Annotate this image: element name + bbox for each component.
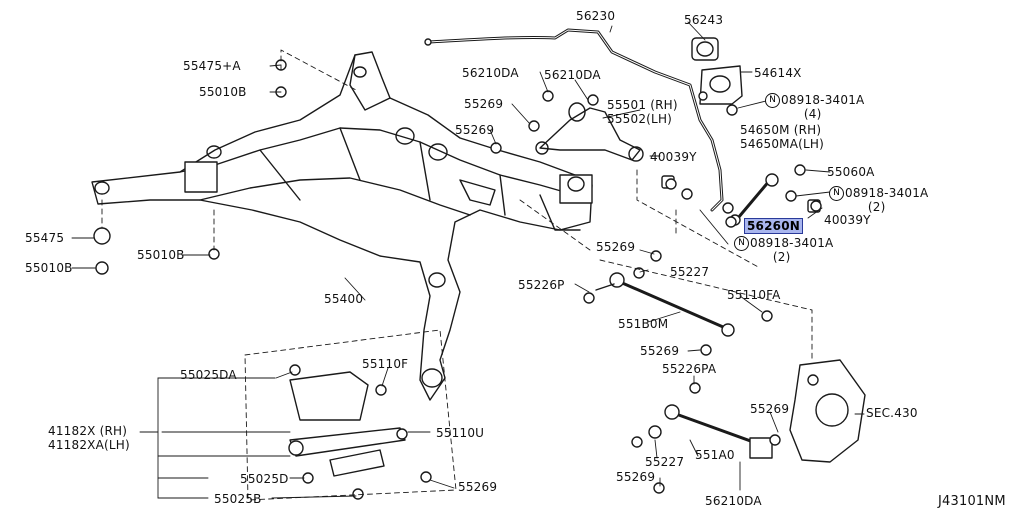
dashed-guides (101, 49, 813, 501)
nut-marker-icon: N (734, 236, 749, 251)
part-label-551b0m: 551B0M (618, 317, 669, 331)
part-label-55025d: 55025D (240, 472, 289, 486)
part-label-55269-b: 55269 (455, 123, 495, 137)
part-label-55501-55502: 55501 (RH) 55502(LH) (607, 98, 678, 126)
part-label-55269-d: 55269 (640, 344, 680, 358)
part-label-55010b-mid: 55010B (137, 248, 185, 262)
crossmember-55400 (91, 51, 593, 401)
part-label-55269-c: 55269 (596, 240, 636, 254)
part-label-54614x: 54614X (754, 66, 802, 80)
part-label-55010b-left: 55010B (25, 261, 73, 275)
highlighted-part-56260n[interactable]: 56260N (744, 218, 803, 234)
part-label-41182x-41182xa: 41182X (RH) 41182XA(LH) (48, 424, 130, 452)
bushing-56243 (691, 37, 719, 61)
part-label-55400: 55400 (324, 292, 364, 306)
part-label-55110fa: 55110FA (727, 288, 781, 302)
part-label-55475: 55475 (25, 231, 65, 245)
part-label-55010b-top: 55010B (199, 85, 247, 99)
part-label-sec430: SEC.430 (866, 406, 918, 420)
brace-41182x (288, 371, 408, 477)
part-label-56210da-b: 56210DA (544, 68, 601, 82)
link-551a0 (648, 404, 773, 459)
leader-lines (71, 21, 865, 499)
part-label-55110u: 55110U (436, 426, 485, 440)
part-label-55025da: 55025DA (180, 368, 237, 382)
nut-marker-icon: N (829, 186, 844, 201)
bracket-54614x (698, 65, 743, 116)
part-label-55227-b: 55227 (645, 455, 685, 469)
link-551b0m (595, 267, 735, 337)
upper-arm-55501 (535, 102, 644, 162)
part-label-55475a: 55475+A (183, 59, 241, 73)
part-label-55060a: 55060A (827, 165, 875, 179)
diagram-code: J43101NM (938, 494, 1006, 509)
part-label-56210da-c: 56210DA (705, 494, 762, 508)
nut-marker-icon: N (765, 93, 780, 108)
part-label-55226p: 55226P (518, 278, 565, 292)
part-label-55269-f: 55269 (616, 470, 656, 484)
part-label-55226pa: 55226PA (662, 362, 717, 376)
part-label-55227-a: 55227 (670, 265, 710, 279)
nut-callout-2: 08918-3401A (2) (845, 186, 929, 214)
part-label-55269-e: 55269 (750, 402, 790, 416)
fasteners (93, 59, 822, 500)
part-label-40039y-a: 40039Y (650, 150, 697, 164)
part-label-56230: 56230 (576, 9, 616, 23)
part-label-551a0: 551A0 (695, 448, 735, 462)
part-label-56210da-a: 56210DA (462, 66, 519, 80)
part-label-56243: 56243 (684, 13, 724, 27)
nut-callout-1: 08918-3401A (4) (781, 93, 865, 121)
part-label-55269-g: 55269 (458, 480, 498, 494)
part-label-55025b: 55025B (214, 492, 262, 506)
nut-callout-3: 08918-3401A (2) (750, 236, 834, 264)
part-label-55269-a: 55269 (464, 97, 504, 111)
part-label-54650m-54650ma: 54650M (RH) 54650MA(LH) (740, 123, 825, 151)
knuckle-sec430 (789, 359, 866, 463)
part-label-40039y-b: 40039Y (824, 213, 871, 227)
part-label-55110f: 55110F (362, 357, 409, 371)
